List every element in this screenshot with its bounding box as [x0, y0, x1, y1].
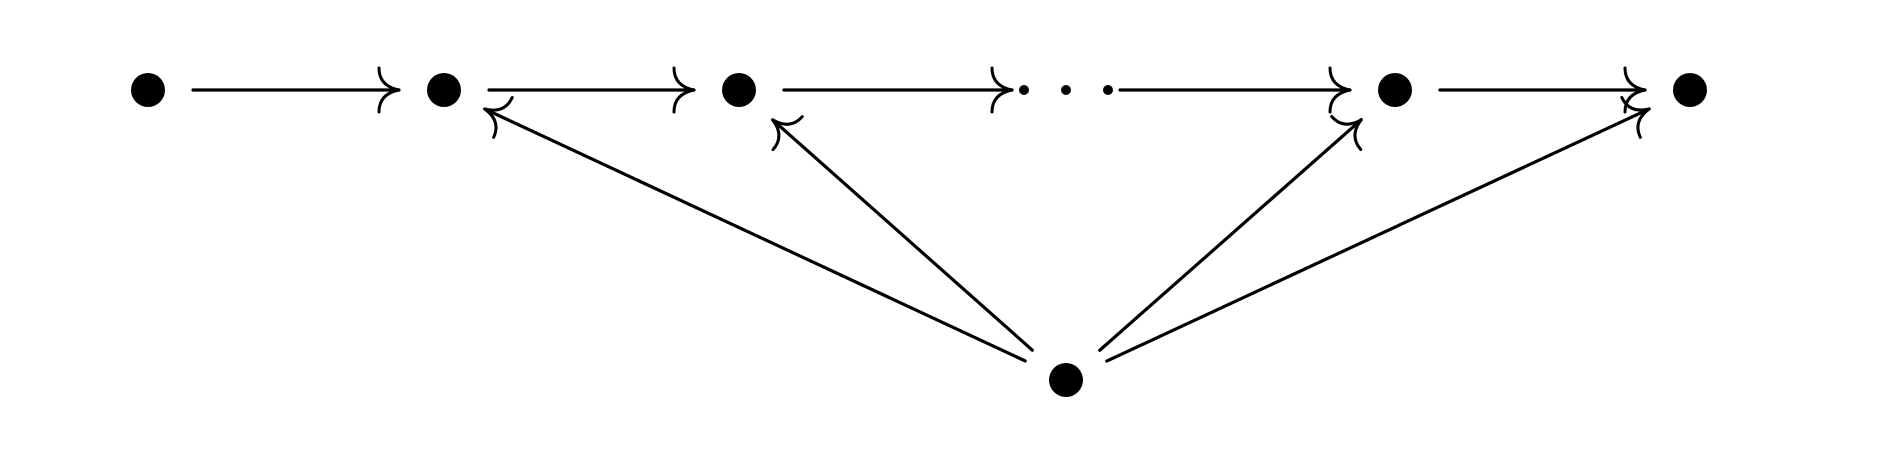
- node-n3: [722, 73, 756, 107]
- edges-layer: [191, 66, 1651, 363]
- arrowhead: [1623, 66, 1647, 114]
- node-n1: [131, 73, 165, 107]
- edge-shaft: [1098, 118, 1363, 352]
- edge-n3-to-ellipsis: [782, 66, 1014, 114]
- edge-shaft: [771, 118, 1034, 352]
- arrowhead: [1330, 114, 1363, 151]
- nodes-layer: [131, 73, 1707, 397]
- node-n4: [1378, 73, 1412, 107]
- edge-bottom-to-n2: [483, 96, 1027, 363]
- arrowhead: [1328, 66, 1352, 114]
- arrowhead: [672, 66, 696, 114]
- node-n5: [1673, 73, 1707, 107]
- arrowhead: [990, 66, 1014, 114]
- ellipsis-dot-1: [1019, 85, 1029, 95]
- ellipsis-dot-3: [1103, 85, 1113, 95]
- edge-n1-to-n2: [191, 66, 401, 114]
- node-bottom: [1049, 363, 1083, 397]
- edge-bottom-to-n3: [771, 115, 1034, 352]
- arrowhead: [1620, 95, 1651, 139]
- edge-bottom-to-n5: [1105, 95, 1651, 363]
- node-n2: [427, 73, 461, 107]
- arrowhead: [771, 115, 804, 152]
- edge-n2-to-n3: [487, 66, 696, 114]
- edge-bottom-to-n4: [1098, 114, 1363, 352]
- edge-shaft: [483, 107, 1027, 363]
- edge-ellipsis-to-n4: [1118, 66, 1352, 114]
- arrowhead: [377, 66, 401, 114]
- edge-n4-to-n5: [1438, 66, 1647, 114]
- ellipsis-node: [1019, 85, 1113, 95]
- arrowhead: [483, 96, 514, 139]
- ellipsis-dot-2: [1061, 85, 1071, 95]
- edge-shaft: [1105, 107, 1651, 363]
